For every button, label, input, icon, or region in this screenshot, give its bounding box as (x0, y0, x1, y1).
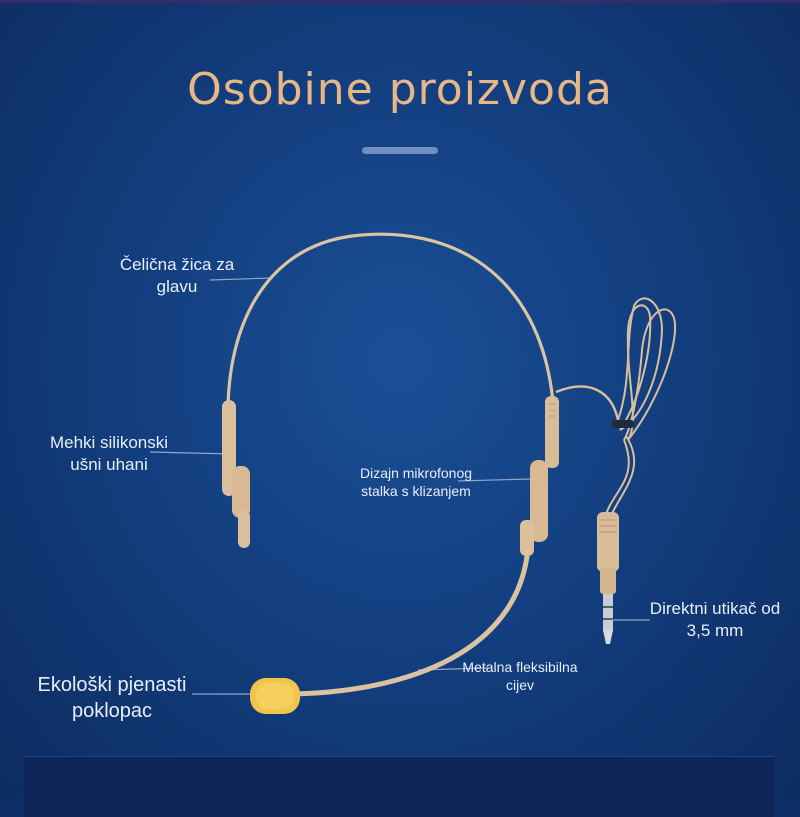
leader-steel-wire (209, 277, 273, 281)
title-underline (362, 147, 438, 154)
headband-wire (226, 232, 555, 414)
leader-ear-pieces (149, 451, 233, 455)
label-ear-pieces: Mehki silikonski ušni uhani (49, 433, 169, 475)
top-border (0, 0, 800, 3)
headset-illustration (149, 232, 676, 714)
leader-slider-design (457, 478, 531, 482)
boom-tube (292, 545, 531, 697)
page-title: Osobine proizvoda (187, 64, 613, 115)
label-steel-wire: Čelična žica za glavu (119, 255, 235, 297)
plug-icon (597, 512, 619, 644)
cable-clip (612, 420, 634, 428)
right-slider (520, 396, 559, 556)
label-direct-plug: Direktni utikač od 3,5 mm (649, 599, 781, 641)
label-metal-tube: Metalna fleksibilna cijev (462, 659, 578, 694)
left-ear-piece (222, 400, 250, 548)
bottom-spec-panel (24, 756, 774, 817)
cable-from-headset (555, 385, 620, 421)
label-slider-design: Dizajn mikrofonog stalka s klizanjem (359, 465, 473, 500)
label-foam-cover: Ekološki pjenasti poklopac (37, 674, 187, 722)
leader-lines (149, 277, 650, 695)
coiled-cable (603, 297, 676, 523)
